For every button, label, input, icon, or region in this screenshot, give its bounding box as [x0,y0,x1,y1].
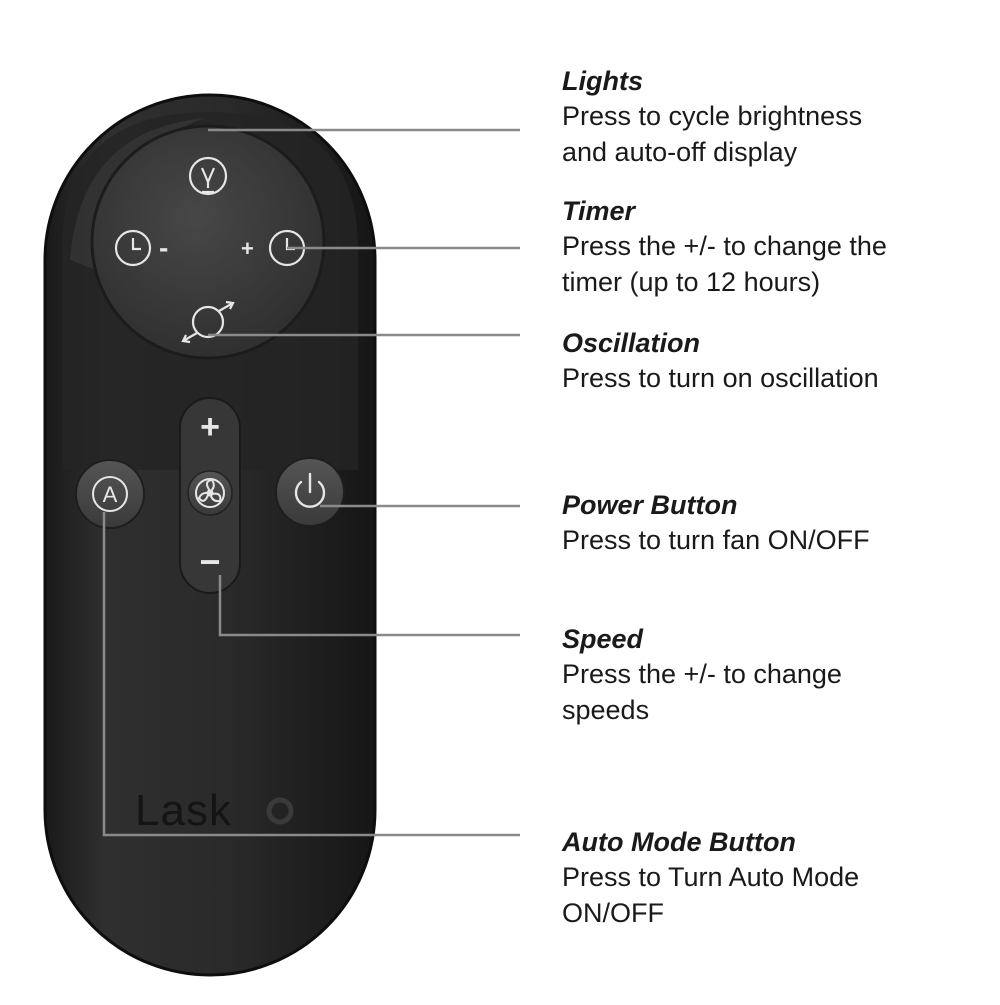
callout-description-line: and auto-off display [562,137,798,167]
callout-title: Power Button [562,490,738,520]
speed-minus-button[interactable]: − [199,541,220,582]
callout-title: Lights [562,66,643,96]
fan-icon [195,478,225,508]
callout-oscillation: Oscillation Press to turn on oscillation [562,326,992,396]
oscillation-icon [181,300,235,344]
callout-timer: Timer Press the +/- to change the timer … [562,194,992,300]
oscillation-button[interactable] [181,300,235,344]
power-icon [294,472,326,508]
callout-description-line: ON/OFF [562,898,664,928]
callout-title: Oscillation [562,328,701,358]
callout-description-line: Press the +/- to change the [562,231,887,261]
callout-title: Timer [562,196,636,226]
auto-mode-label: A [103,482,118,507]
brand-logo-o [266,797,294,825]
control-dial [90,124,326,360]
brand-logo: Lask [135,786,232,835]
leader-line-auto-mode [102,512,520,837]
leader-line-speed [218,575,520,637]
timer-minus-button[interactable]: - [114,229,168,267]
callout-title: Auto Mode Button [562,827,796,857]
lights-button[interactable] [188,156,228,196]
callout-speed: Speed Press the +/- to change speeds [562,622,992,728]
speed-plus-sign: + [200,408,220,446]
callout-power-button: Power Button Press to turn fan ON/OFF [562,488,992,558]
power-button[interactable] [275,457,345,527]
callout-lights: Lights Press to cycle brightness and aut… [562,64,992,170]
auto-mode-button[interactable]: A [75,459,145,529]
callout-description-line: Press the +/- to change [562,659,842,689]
callout-description-line: Press to Turn Auto Mode [562,862,860,892]
callout-description-line: speeds [562,695,650,725]
callout-description-line: timer (up to 12 hours) [562,267,821,297]
callout-title: Speed [562,624,644,654]
timer-plus-sign: + [241,236,254,261]
lightbulb-icon [188,156,228,196]
fan-button[interactable] [187,470,233,516]
leader-lines [102,128,520,837]
callout-description-line: Press to turn fan ON/OFF [562,525,870,555]
callout-description-line: Press to cycle brightness [562,101,863,131]
callout-auto-mode-button: Auto Mode Button Press to Turn Auto Mode… [562,825,992,931]
timer-minus-sign: - [159,232,168,263]
speed-plus-button[interactable]: + [200,408,220,446]
clock-icon [114,229,152,267]
callout-description-line: Press to turn on oscillation [562,363,879,393]
speed-minus-sign: − [199,541,220,582]
